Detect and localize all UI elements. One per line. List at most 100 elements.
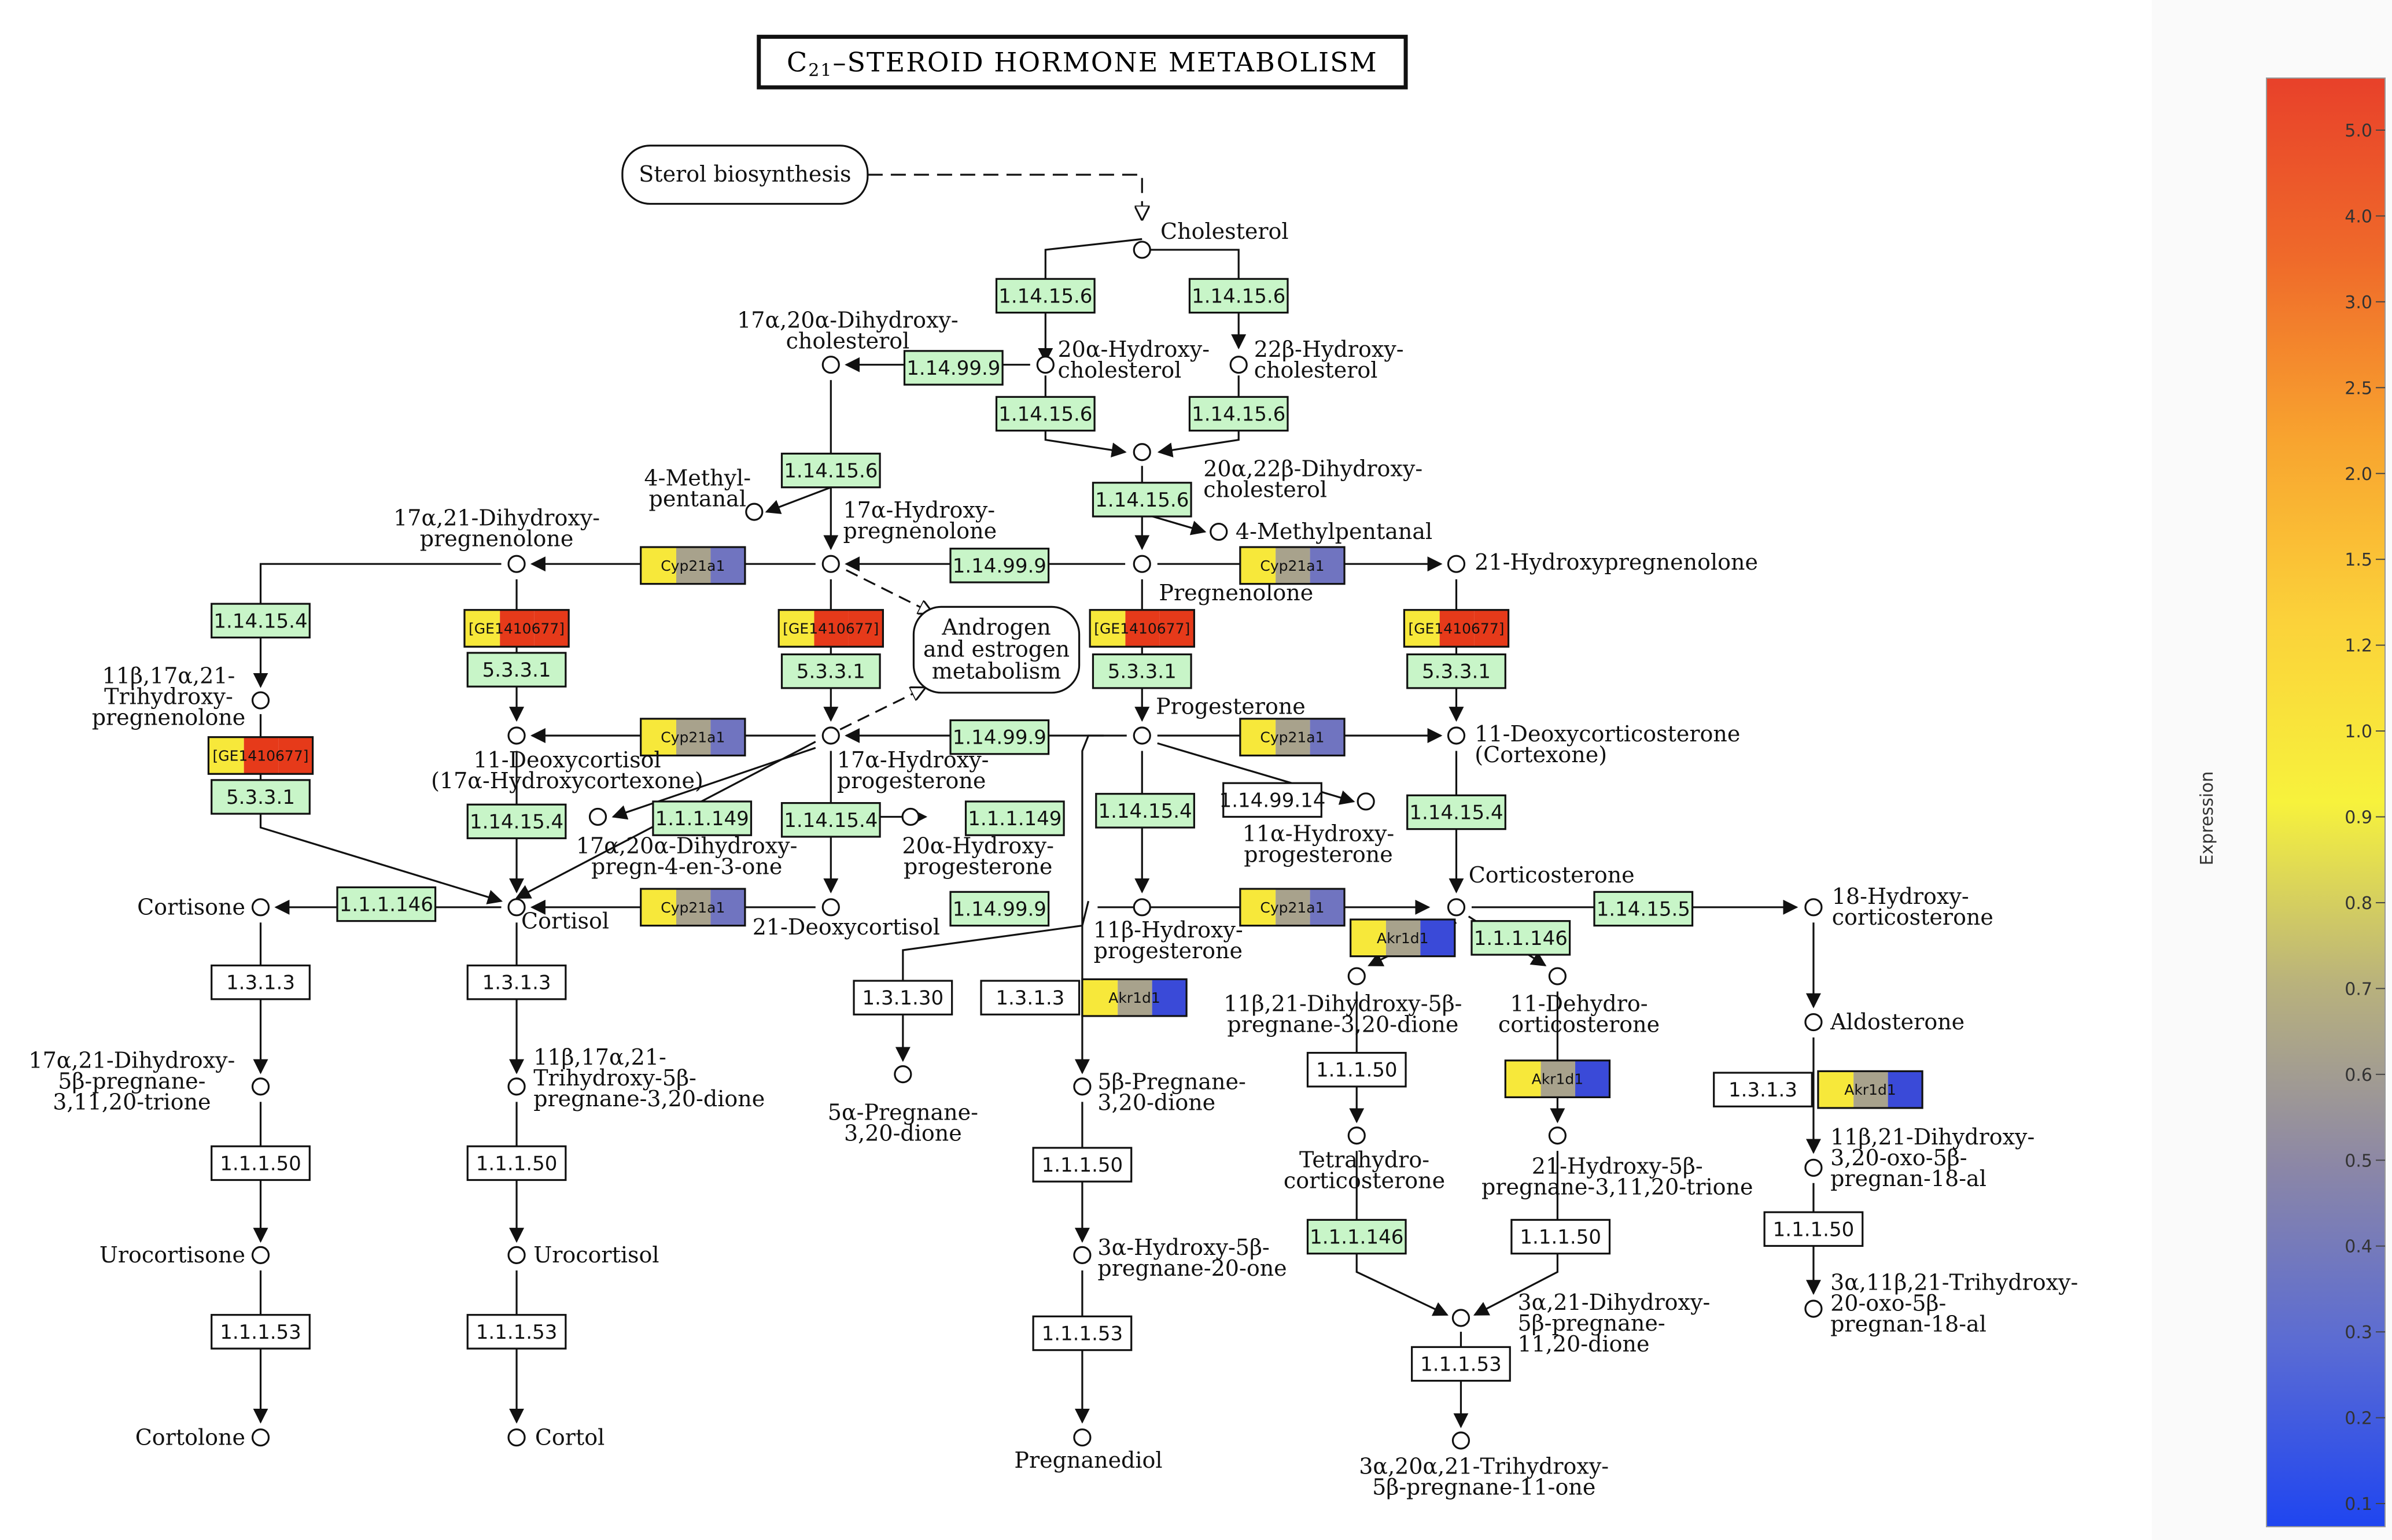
compound-trihydroxypregnanedione[interactable]: 11β,17α,21-Trihydroxy-5β-pregnane-3,20-d… xyxy=(507,1044,765,1111)
enzyme-box[interactable]: 1.1.1.50 xyxy=(1510,1218,1611,1255)
compound-deoxycortisol21[interactable]: 21-Deoxycortisol xyxy=(753,898,940,940)
compound-pregnanediol[interactable]: Pregnanediol xyxy=(1014,1428,1163,1473)
enzyme-box[interactable]: 1.1.1.53 xyxy=(1032,1315,1133,1351)
compound-hydroxypregnanone3a[interactable]: 3α-Hydroxy-5β-pregnane-20-one xyxy=(1073,1235,1287,1281)
compound-node[interactable] xyxy=(1451,1431,1470,1450)
enzyme-box[interactable]: 5.3.3.1 xyxy=(1406,653,1506,689)
compound-node[interactable] xyxy=(1804,1158,1823,1177)
compound-node[interactable] xyxy=(1804,1013,1823,1032)
enzyme-box[interactable]: 1.3.1.3 xyxy=(1713,1072,1813,1107)
compound-dihydroxypreg1721[interactable]: 17α,21-Dihydroxy-pregnenolone xyxy=(393,505,600,573)
compound-cortisol[interactable]: Cortisol xyxy=(507,898,609,934)
enzyme-box[interactable]: 5.3.3.1 xyxy=(1092,653,1192,689)
compound-dihydroxychol17[interactable]: 17α,20α-Dihydroxy-cholesterol xyxy=(737,308,959,374)
compound-hydroxypreg17[interactable]: 17α-Hydroxy-pregnenolone xyxy=(821,497,997,573)
gene-box[interactable]: [GE1410677] xyxy=(777,609,884,648)
enzyme-box[interactable]: 1.1.1.146 xyxy=(336,886,437,922)
enzyme-box[interactable]: 1.1.1.149 xyxy=(652,800,753,836)
compound-node[interactable] xyxy=(821,555,840,573)
gene-box[interactable]: Cyp21a1 xyxy=(640,888,746,927)
compound-node[interactable] xyxy=(1357,792,1375,811)
compound-node[interactable] xyxy=(251,1077,270,1096)
compound-node[interactable] xyxy=(507,555,526,573)
compound-node[interactable] xyxy=(1548,1127,1567,1145)
enzyme-box[interactable]: 5.3.3.1 xyxy=(780,653,881,689)
enzyme-box[interactable]: 1.14.15.6 xyxy=(780,452,881,489)
compound-node[interactable] xyxy=(507,898,526,917)
compound-cortol[interactable]: Cortol xyxy=(507,1424,605,1450)
compound-trihydroxypreg[interactable]: 11β,17α,21-Trihydroxy-pregnenolone xyxy=(92,663,270,730)
enzyme-box[interactable]: 1.1.1.146 xyxy=(1306,1218,1407,1255)
enzyme-box[interactable]: 1.1.1.50 xyxy=(211,1145,311,1181)
enzyme-box[interactable]: 1.1.1.50 xyxy=(1763,1211,1864,1247)
compound-trihydroxypregnanone[interactable]: 3α,20α,21-Trihydroxy-5β-pregnane-11-one xyxy=(1359,1431,1609,1500)
enzyme-box[interactable]: 1.14.15.4 xyxy=(211,603,311,638)
compound-corticosterone[interactable]: Corticosterone xyxy=(1447,862,1635,917)
compound-hydroxyprog20[interactable]: 20α-Hydroxy-progesterone xyxy=(901,807,1054,879)
compound-node[interactable] xyxy=(251,898,270,917)
compound-dihydroxypregnane1121[interactable]: 11β,21-Dihydroxy-5β-pregnane-3,20-dione xyxy=(1223,967,1462,1037)
compound-node[interactable] xyxy=(1210,522,1228,541)
enzyme-box[interactable]: 1.1.1.53 xyxy=(466,1314,567,1350)
compound-node[interactable] xyxy=(251,1246,270,1264)
compound-hydroxyprog17[interactable]: 17α-Hydroxy-progesterone xyxy=(821,726,989,793)
enzyme-box[interactable]: 1.1.1.50 xyxy=(1032,1147,1133,1183)
gene-box[interactable]: [GE1410677] xyxy=(207,736,314,775)
compound-node[interactable] xyxy=(901,807,920,826)
compound-hydroxychol20[interactable]: 20α-Hydroxy-cholesterol xyxy=(1036,337,1210,383)
gene-box[interactable]: [GE1410677] xyxy=(463,609,570,648)
compound-hydroxycorticosterone18[interactable]: 18-Hydroxy-corticosterone xyxy=(1804,884,1993,930)
compound-cortisone[interactable]: Cortisone xyxy=(137,894,270,919)
compound-node[interactable] xyxy=(507,726,526,745)
compound-node[interactable] xyxy=(1229,356,1248,374)
compound-node[interactable] xyxy=(507,1077,526,1096)
compound-node[interactable] xyxy=(894,1065,912,1084)
enzyme-box[interactable]: 1.1.1.50 xyxy=(466,1145,567,1181)
compound-node[interactable] xyxy=(821,726,840,745)
compound-hydroxyprog11b[interactable]: 11β-Hydroxy-progesterone xyxy=(1093,898,1243,963)
gene-box[interactable]: Akr1d1 xyxy=(1081,978,1188,1017)
compound-pregnanedione5b[interactable]: 5β-Pregnane-3,20-dione xyxy=(1073,1069,1246,1116)
compound-dihydroxypregn1720[interactable]: 17α,20α-Dihydroxy-pregn-4-en-3-one xyxy=(576,807,798,879)
compound-hydroxyprog11a[interactable]: 11α-Hydroxy-progesterone xyxy=(1243,792,1395,867)
enzyme-box[interactable]: 1.14.15.6 xyxy=(1092,482,1192,518)
compound-node[interactable] xyxy=(1073,1077,1092,1096)
compound-hydroxychol22[interactable]: 22β-Hydroxy-cholesterol xyxy=(1229,337,1404,383)
compound-node[interactable] xyxy=(1133,443,1151,461)
compound-pregnenolone[interactable]: Pregnenolone xyxy=(1133,555,1313,605)
enzyme-box[interactable]: 5.3.3.1 xyxy=(211,779,311,815)
compound-node[interactable] xyxy=(1073,1246,1092,1264)
compound-node[interactable] xyxy=(821,898,840,917)
compound-hydroxypregnanetrione21[interactable]: 21-Hydroxy-5β-pregnane-3,11,20-trione xyxy=(1481,1127,1753,1200)
gene-box[interactable]: Akr1d1 xyxy=(1504,1059,1611,1099)
enzyme-box[interactable]: 1.3.1.3 xyxy=(466,964,567,1000)
gene-box[interactable]: Cyp21a1 xyxy=(640,718,746,757)
compound-deoxycorticosterone11[interactable]: 11-Deoxycorticosterone(Cortexone) xyxy=(1447,721,1741,767)
compound-node[interactable] xyxy=(588,807,607,826)
compound-node[interactable] xyxy=(1447,726,1466,745)
compound-node[interactable] xyxy=(507,1246,526,1264)
enzyme-box[interactable]: 1.14.15.4 xyxy=(1406,794,1506,830)
compound-node[interactable] xyxy=(1447,555,1466,573)
compound-node[interactable] xyxy=(251,691,270,710)
compound-node[interactable] xyxy=(1447,898,1466,917)
compound-dihydroxypregnanedione321[interactable]: 3α,21-Dihydroxy-5β-pregnane-11,20-dione xyxy=(1451,1290,1710,1357)
enzyme-box[interactable]: 1.14.99.9 xyxy=(949,719,1050,755)
gene-box[interactable]: Akr1d1 xyxy=(1350,918,1456,958)
compound-methylpentanal2[interactable]: 4-Methylpentanal xyxy=(1210,519,1432,544)
enzyme-box[interactable]: 1.1.1.149 xyxy=(964,800,1065,836)
compound-node[interactable] xyxy=(1133,898,1151,917)
enzyme-box[interactable]: 1.14.15.4 xyxy=(466,803,567,840)
gene-box[interactable]: [GE1410677] xyxy=(1403,609,1510,648)
compound-trihydroxyoxopregnanal[interactable]: 3α,11β,21-Trihydroxy-20-oxo-5β-pregnan-1… xyxy=(1804,1270,2078,1337)
compound-node[interactable] xyxy=(1804,1299,1823,1318)
enzyme-box[interactable]: 1.14.15.6 xyxy=(995,278,1096,314)
enzyme-box[interactable]: 1.14.15.6 xyxy=(1188,396,1289,432)
compound-node[interactable] xyxy=(1347,1127,1366,1145)
compound-methylpentanal1[interactable]: 4-Methyl-pentanal xyxy=(644,465,764,521)
map-node-sterol[interactable]: Sterol biosynthesis xyxy=(621,145,869,205)
gene-box[interactable]: Akr1d1 xyxy=(1817,1070,1923,1109)
gene-box[interactable]: Cyp21a1 xyxy=(1239,546,1346,585)
compound-node[interactable] xyxy=(1133,555,1151,573)
